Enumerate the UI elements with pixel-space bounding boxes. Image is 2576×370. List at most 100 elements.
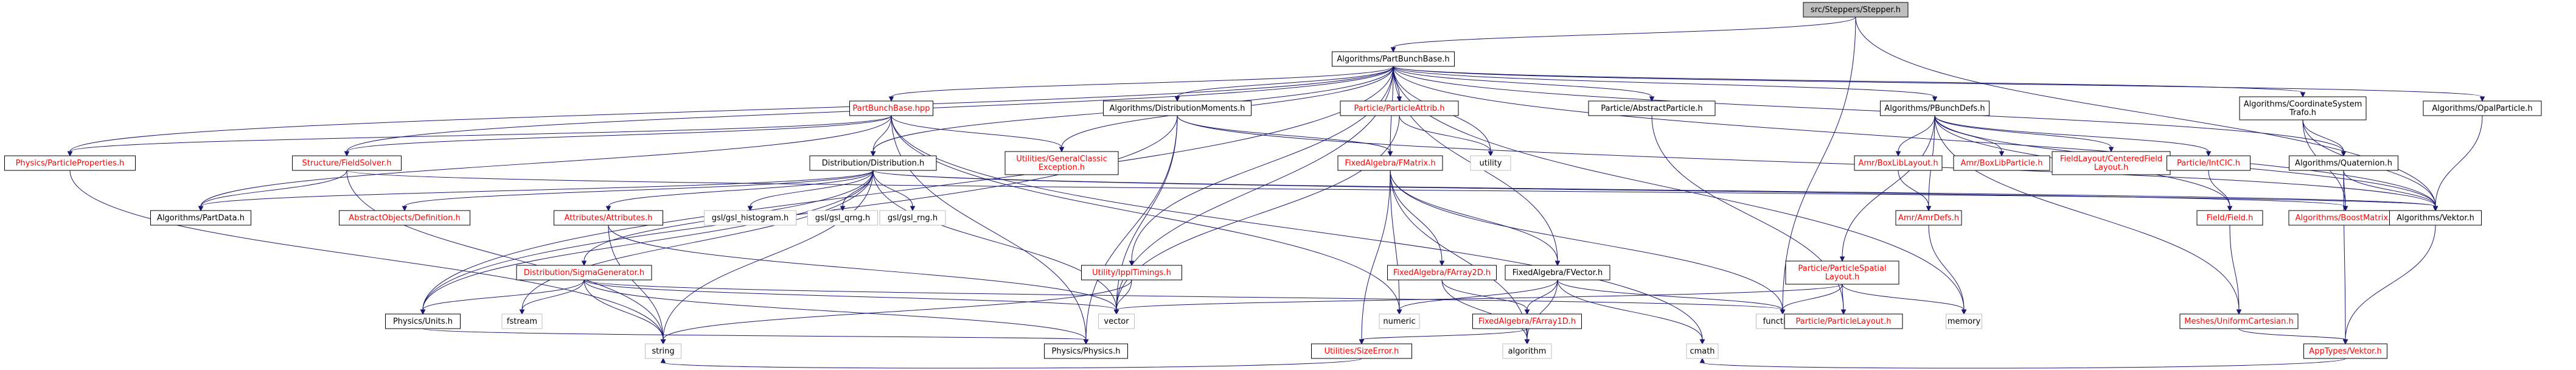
node-attributes[interactable]: Attributes/Attributes.h (554, 210, 663, 226)
node-label-fmatrix: FixedAlgebra/FMatrix.h (1345, 159, 1435, 168)
arrowhead-distrib-to-partdata (198, 206, 204, 212)
node-utility: utility (1470, 155, 1511, 171)
edge-pbb-to-pprops (69, 66, 1394, 152)
node-amrboxlib[interactable]: Amr/BoxLibLayout.h (1854, 155, 1943, 171)
arrowhead-pbb-to-pbdefs (1932, 96, 1938, 102)
node-root[interactable]: src/Steppers/Stepper.h (1803, 2, 1909, 18)
edge-pbbhpp-to-genexc (891, 115, 1062, 148)
node-meshes[interactable]: Meshes/UniformCartesian.h (2179, 313, 2299, 329)
node-label-fieldlayout: Layout.h (2094, 163, 2129, 172)
edge-distrib-to-absobjdef (404, 170, 874, 207)
edge-opalpart-to-vektor (2435, 115, 2483, 207)
node-box-abspart (1588, 100, 1716, 116)
node-pbbhpp[interactable]: PartBunchBase.hpp (849, 100, 933, 116)
node-pbdefs[interactable]: Algorithms/PBunchDefs.h (1880, 100, 1989, 116)
node-label-amrboxlib: Amr/BoxLibLayout.h (1858, 159, 1938, 168)
node-box-vector (1098, 313, 1135, 329)
edge-pprops-to-string (69, 170, 664, 340)
node-playout[interactable]: Particle/ParticleLayout.h (1784, 313, 1903, 329)
node-apptypes[interactable]: AppTypes/Vektor.h (2303, 343, 2387, 359)
node-label-genexc: Utilities/GeneralClassic (1016, 155, 1107, 164)
node-pbb[interactable]: Algorithms/PartBunchBase.h (1332, 51, 1455, 67)
node-fieldsolver[interactable]: Structure/FieldSolver.h (292, 155, 402, 171)
node-abspart[interactable]: Particle/AbstractParticle.h (1588, 100, 1716, 116)
arrowhead-meshes-to-apptypes (2342, 339, 2348, 345)
edge-fieldsolver-to-vektor (346, 170, 2436, 207)
node-field[interactable]: Field/Field.h (2196, 210, 2263, 226)
arrowhead-pbb-to-coordsys (2300, 92, 2306, 98)
edge-distrib-to-partdata (200, 170, 874, 207)
edge-pbb-to-pbdefs (1393, 66, 1935, 97)
node-box-string (645, 343, 681, 359)
node-label-pspatial: Layout.h (1825, 273, 1860, 282)
node-pattrib[interactable]: Particle/ParticleAttrib.h (1340, 100, 1459, 116)
node-distrib[interactable]: Distribution/Distribution.h (809, 155, 937, 171)
edge-fvector-to-algorithm (1526, 279, 1558, 340)
arrowhead-root-to-pbb (1390, 47, 1396, 53)
edge-fieldsolver-to-partdata (200, 170, 347, 207)
arrowhead-pbb-to-pbbhpp (888, 96, 894, 102)
node-pprops[interactable]: Physics/ParticleProperties.h (4, 155, 136, 171)
edge-fmatrix-to-farray2d (1390, 170, 1443, 262)
edge-sigmagen-to-units (422, 279, 585, 310)
node-label-opalpart: Algorithms/OpalParticle.h (2432, 104, 2532, 113)
node-units[interactable]: Physics/Units.h (385, 313, 461, 329)
node-vektor[interactable]: Algorithms/Vektor.h (2389, 210, 2482, 226)
node-algorithm: algorithm (1502, 343, 1552, 359)
node-amrboxlibpart[interactable]: Amr/BoxLibParticle.h (1953, 155, 2050, 171)
node-label-memory: memory (1948, 317, 1981, 326)
node-amrdefs[interactable]: Amr/AmrDefs.h (1895, 210, 1962, 226)
node-fvector[interactable]: FixedAlgebra/FVector.h (1505, 265, 1610, 281)
arrowhead-units-to-physics (1083, 339, 1089, 345)
node-label-farray2d: FixedAlgebra/FArray2D.h (1393, 268, 1491, 278)
node-partdata[interactable]: Algorithms/PartData.h (150, 210, 251, 226)
node-opaltimings[interactable]: Utility/IpplTimings.h (1081, 265, 1182, 281)
edge-pspatial-to-vector (1116, 284, 1843, 310)
arrowhead-pbdefs-to-amrboxlibpart (1999, 151, 2005, 157)
node-box-quaternion (2289, 155, 2398, 171)
edge-pbb-to-abspart (1393, 66, 1652, 97)
node-fmatrix[interactable]: FixedAlgebra/FMatrix.h (1337, 155, 1443, 171)
node-box-fstream (501, 313, 543, 329)
edge-amrboxlib-to-amrdefs (1898, 170, 1929, 207)
node-box-boostmatrix (2288, 210, 2403, 226)
edge-pbb-to-units (422, 66, 1394, 310)
edge-field-to-meshes (2229, 225, 2240, 310)
node-box-farray1d (1472, 313, 1582, 329)
edge-units-to-physics (422, 328, 1087, 340)
node-boostmatrix[interactable]: Algorithms/BoostMatrix.h (2288, 210, 2403, 226)
node-sizeerror[interactable]: Utilities/SizeError.h (1311, 343, 1412, 359)
node-label-apptypes: AppTypes/Vektor.h (2309, 347, 2381, 356)
node-farray1d[interactable]: FixedAlgebra/FArray1D.h (1472, 313, 1582, 329)
edge-distrib-to-gslhist (750, 170, 874, 207)
node-label-pbb: Algorithms/PartBunchBase.h (1337, 55, 1449, 64)
node-box-amrdefs (1895, 210, 1962, 226)
node-label-coordsys: Trafo.h (2289, 108, 2316, 117)
edges-layer (67, 16, 2485, 369)
node-farray2d[interactable]: FixedAlgebra/FArray2D.h (1387, 265, 1497, 281)
node-quaternion[interactable]: Algorithms/Quaternion.h (2289, 155, 2398, 171)
node-absobjdef[interactable]: AbstractObjects/Definition.h (339, 210, 470, 226)
edge-pspatial-to-functional (1782, 284, 1843, 310)
node-box-meshes (2179, 313, 2299, 329)
edge-fmatrix-to-numeric (1390, 170, 1400, 310)
node-opalpart[interactable]: Algorithms/OpalParticle.h (2423, 100, 2542, 116)
node-sigmagen[interactable]: Distribution/SigmaGenerator.h (516, 265, 652, 281)
node-label-string: string (652, 347, 674, 356)
node-box-physics (1044, 343, 1128, 359)
node-label-amrdefs: Amr/AmrDefs.h (1898, 214, 1959, 223)
node-physics[interactable]: Physics/Physics.h (1044, 343, 1128, 359)
edge-sigmagen-to-fstream (521, 279, 585, 310)
node-distmom[interactable]: Algorithms/DistributionMoments.h (1103, 100, 1251, 116)
node-box-playout (1784, 313, 1903, 329)
node-label-cmath: cmath (1690, 347, 1714, 356)
node-label-pbbhpp: PartBunchBase.hpp (853, 104, 930, 113)
edge-pbdefs-to-amrboxlib (1898, 115, 1935, 152)
node-box-numeric (1379, 313, 1420, 329)
node-box-field (2196, 210, 2263, 226)
node-intcic[interactable]: Particle/IntCIC.h (2167, 155, 2251, 171)
